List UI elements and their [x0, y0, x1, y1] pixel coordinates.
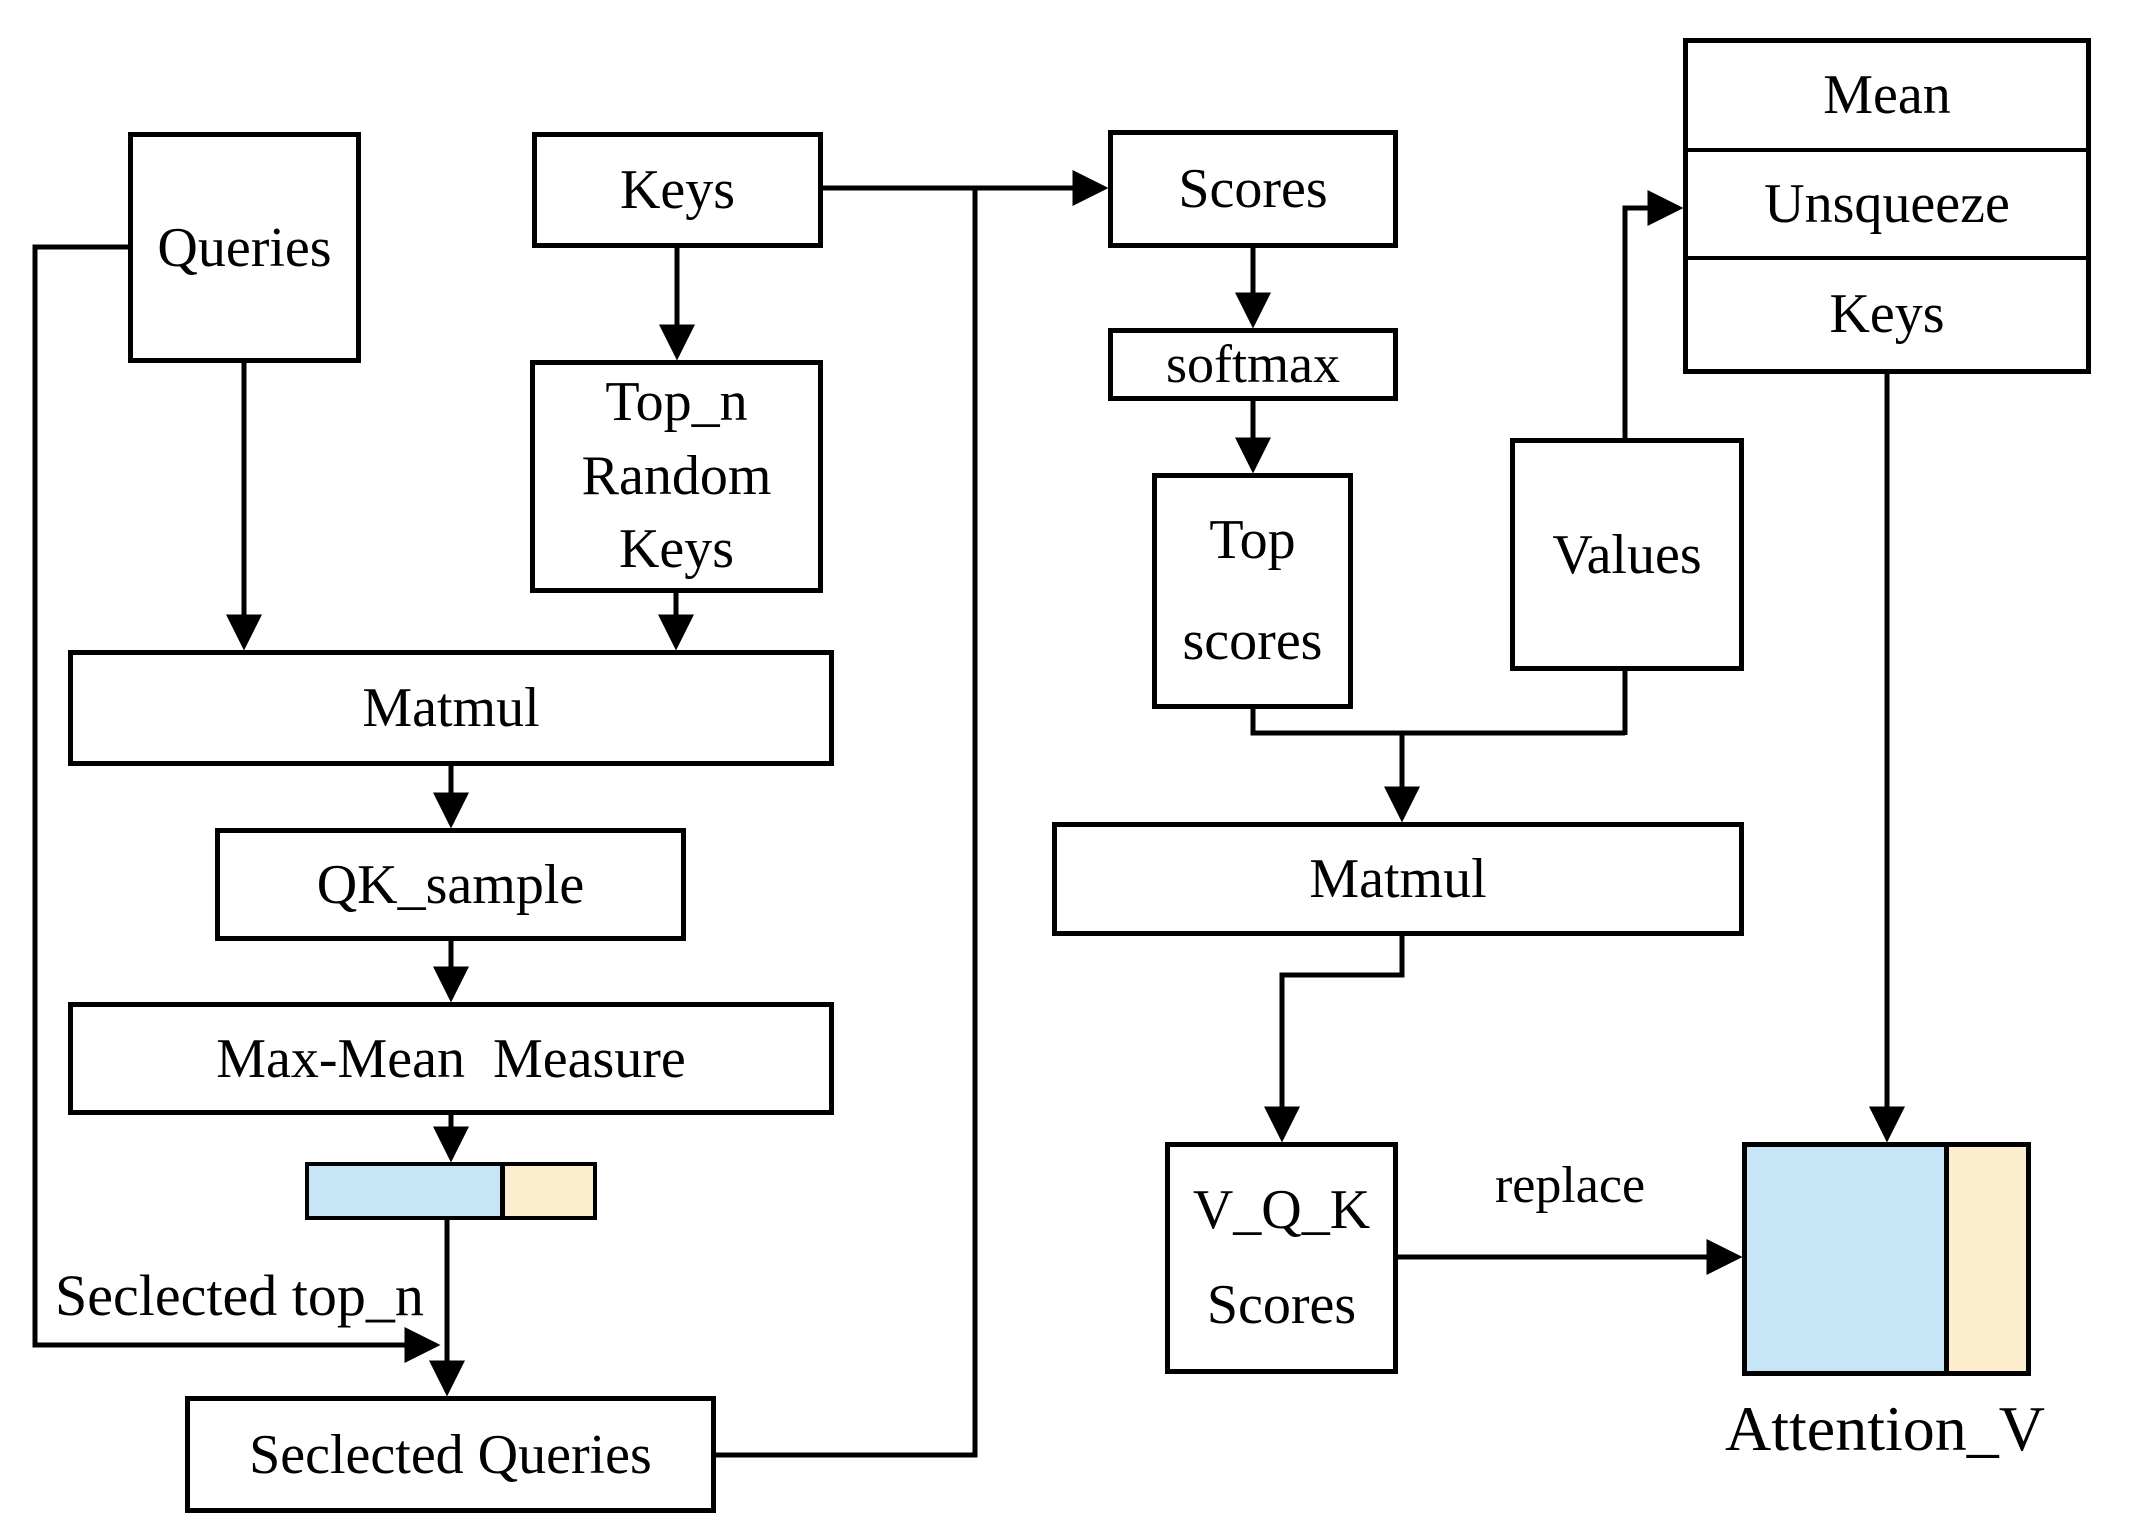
matmul-left-node: Matmul [68, 650, 834, 766]
attention-v-blue-segment [1747, 1147, 1949, 1371]
max-mean-measure-label: Max-Mean Measure [216, 1027, 686, 1090]
matmul-right-label: Matmul [1309, 848, 1487, 910]
scores-node: Scores [1108, 130, 1398, 248]
vqk-scores-line2: Scores [1206, 1274, 1357, 1336]
selected-queries-label: Seclected Queries [249, 1423, 652, 1486]
qk-sample-label: QK_sample [316, 853, 585, 916]
selected-top-n-annotation: Seclected top_n [55, 1263, 424, 1328]
stacked-row-unsqueeze: Unsqueeze [1688, 152, 2086, 261]
queries-label: Queries [157, 216, 332, 279]
scores-label: Scores [1178, 158, 1328, 220]
mean-unsqueeze-keys-node: Mean Unsqueeze Keys [1683, 38, 2091, 374]
selected-queries-node: Seclected Queries [185, 1396, 716, 1513]
softmax-node: softmax [1108, 328, 1398, 401]
keys-node: Keys [532, 132, 823, 248]
matmul-right-node: Matmul [1052, 822, 1744, 936]
values-label: Values [1552, 523, 1702, 586]
connector-values-to-unsqueeze [1622, 190, 1684, 438]
values-node: Values [1510, 438, 1744, 671]
matmul-left-label: Matmul [362, 677, 540, 739]
connector-matmul-to-vqk [1264, 936, 1405, 1143]
top-n-random-keys-line3: Keys [618, 518, 735, 581]
keys-label: Keys [619, 159, 736, 221]
vqk-scores-line1: V_Q_K [1192, 1178, 1371, 1241]
max-mean-measure-node: Max-Mean Measure [68, 1002, 834, 1115]
top-n-random-keys-line2: Random [581, 444, 772, 507]
top-scores-node: Top scores [1152, 473, 1353, 709]
connector-topscores-junction [1250, 709, 1625, 736]
attention-v-tan-segment [1949, 1147, 2026, 1371]
replace-annotation: replace [1494, 1157, 1646, 1214]
stacked-row-keys: Keys [1829, 283, 1945, 346]
top-n-random-keys-line1: Top_n [605, 370, 748, 433]
softmax-label: softmax [1166, 333, 1340, 394]
top-n-random-keys-node: Top_n Random Keys [530, 360, 823, 593]
attention-v-block [1742, 1142, 2031, 1376]
qk-sample-node: QK_sample [215, 828, 686, 941]
attention-v-caption: Attention_V [1725, 1393, 2045, 1464]
selected-topn-bar-tan-segment [505, 1166, 593, 1216]
queries-node: Queries [128, 132, 361, 363]
top-scores-line2: scores [1182, 610, 1323, 672]
stacked-row-mean: Mean [1688, 43, 2086, 152]
vqk-scores-node: V_Q_K Scores [1165, 1142, 1398, 1374]
selected-topn-bar [305, 1162, 597, 1220]
top-scores-line1: Top [1209, 509, 1296, 572]
selected-topn-bar-blue-segment [309, 1166, 505, 1216]
